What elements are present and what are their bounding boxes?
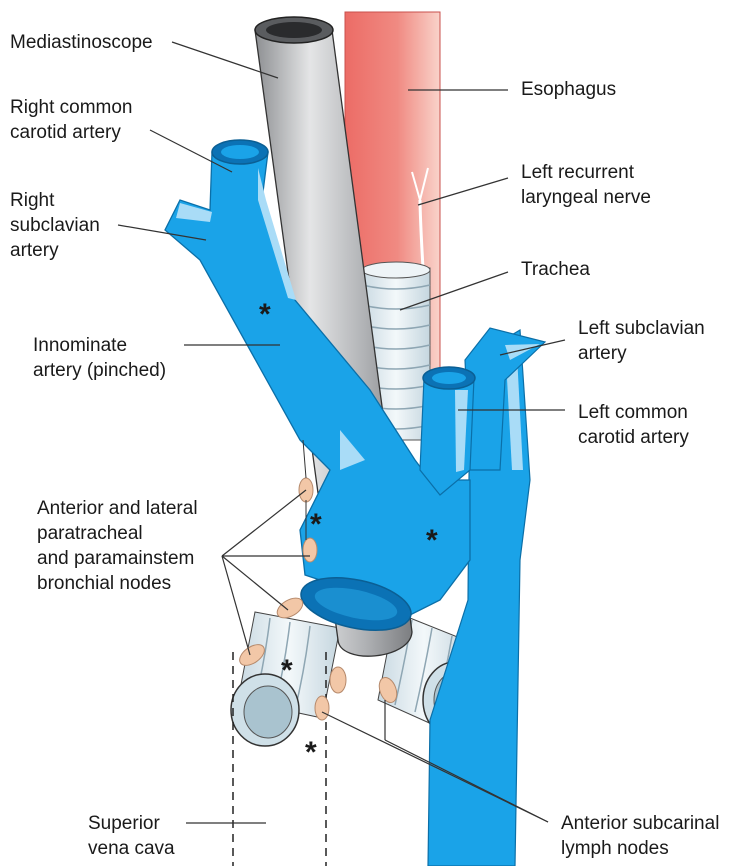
label-left-common-carotid-artery: Left common carotid artery bbox=[578, 400, 689, 450]
label-innominate-artery: Innominate artery (pinched) bbox=[33, 333, 166, 383]
left-common-carotid-artery bbox=[420, 367, 475, 495]
label-left-recurrent-laryngeal-nerve: Left recurrent laryngeal nerve bbox=[521, 160, 651, 210]
label-right-common-carotid-artery: Right common carotid artery bbox=[10, 95, 133, 145]
asterisk-marker: * bbox=[310, 510, 322, 540]
asterisk-marker: * bbox=[426, 526, 438, 556]
asterisk-marker: * bbox=[259, 300, 271, 330]
label-superior-vena-cava: Superior vena cava bbox=[88, 811, 175, 861]
label-paratracheal-nodes: Anterior and lateral paratracheal and pa… bbox=[37, 496, 198, 596]
label-mediastinoscope: Mediastinoscope bbox=[10, 30, 153, 55]
label-anterior-subcarinal-lymph-nodes: Anterior subcarinal lymph nodes bbox=[561, 811, 719, 861]
label-left-subclavian-artery: Left subclavian artery bbox=[578, 316, 705, 366]
label-trachea: Trachea bbox=[521, 257, 590, 282]
asterisk-marker: * bbox=[305, 738, 317, 768]
label-right-subclavian-artery: Right subclavian artery bbox=[10, 188, 100, 263]
label-esophagus: Esophagus bbox=[521, 77, 616, 102]
asterisk-marker: * bbox=[281, 656, 293, 686]
